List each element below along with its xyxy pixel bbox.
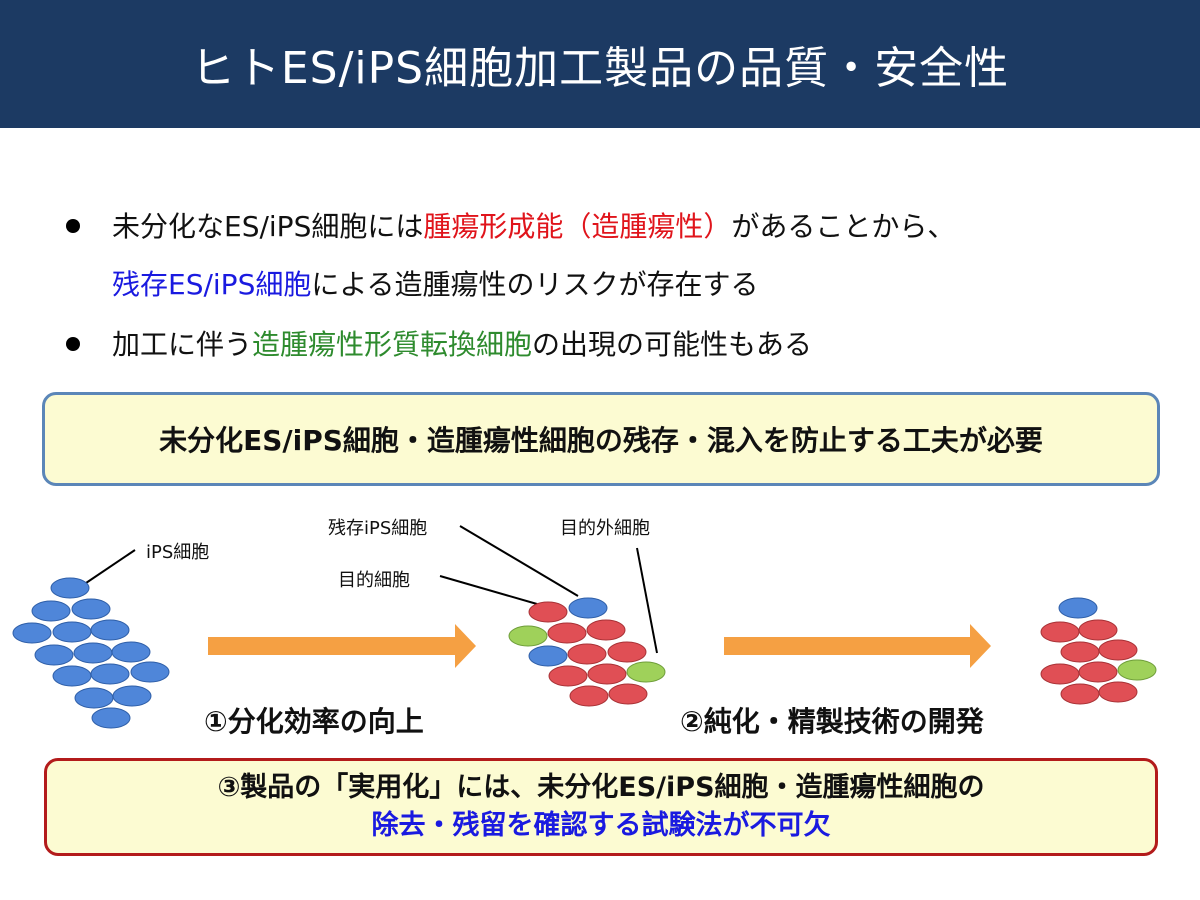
purified-cell-cluster (1040, 597, 1157, 705)
blue-cell (112, 685, 152, 707)
blue-cell (12, 622, 52, 644)
bullet-2-text-b: の出現の可能性もある (532, 328, 813, 361)
residual-ips-leader-line (459, 525, 579, 597)
red-cell (1060, 683, 1100, 705)
bullet-1-text-b: があることから、 (731, 210, 956, 243)
step-1-label: ①分化効率の向上 (204, 705, 424, 738)
arrow-1 (208, 624, 476, 668)
blue-cell (71, 598, 111, 620)
blue-cell (130, 661, 170, 683)
red-cell (569, 685, 609, 707)
mixed-cell-cluster (508, 597, 666, 707)
label-target: 目的細胞 (338, 570, 410, 591)
red-cell (547, 622, 587, 644)
green-cell (626, 661, 666, 683)
cell-diagram (12, 525, 1157, 729)
red-cell (1098, 681, 1138, 703)
red-cell (1040, 663, 1080, 685)
blue-cell (34, 644, 74, 666)
bullet-2-line: 加工に伴う造腫瘍性形質転換細胞の出現の可能性もある (112, 328, 812, 362)
red-cell (1098, 639, 1138, 661)
requirement-text: 未分化ES/iPS細胞・造腫瘍性細胞の残存・混入を防止する工夫が必要 (159, 424, 1043, 457)
blue-cell (52, 665, 92, 687)
bullet-2-text-a: 加工に伴う (112, 328, 253, 361)
bullet-2-highlight: 造腫瘍性形質転換細胞 (252, 328, 533, 361)
ips-cell-cluster (12, 577, 170, 729)
red-cell (1060, 641, 1100, 663)
blue-cell (111, 641, 151, 663)
target-leader-line (439, 575, 538, 605)
label-residual-ips: 残存iPS細胞 (328, 518, 428, 539)
blue-cell (52, 621, 92, 643)
bullet-1-line-1: 未分化なES/iPS細胞には腫瘍形成能（造腫瘍性）があることから、 (112, 210, 955, 244)
bullet-1-text-a: 未分化なES/iPS細胞には (112, 210, 424, 243)
green-cell (508, 625, 548, 647)
blue-cell (90, 663, 130, 685)
blue-cell (31, 600, 71, 622)
blue-cell (528, 645, 568, 667)
off-target-leader-line (636, 547, 658, 654)
blue-cell (1058, 597, 1098, 619)
bullet-1-line-2: 残存ES/iPS細胞による造腫瘍性のリスクが存在する (112, 268, 759, 302)
bullet-dot-2 (66, 337, 80, 351)
title-bar: ヒトES/iPS細胞加工製品の品質・安全性 (0, 0, 1200, 128)
red-cell (608, 683, 648, 705)
red-cell (1078, 661, 1118, 683)
blue-cell (91, 707, 131, 729)
red-cell (548, 665, 588, 687)
green-cell (1117, 659, 1157, 681)
bullet-dot-1 (66, 219, 80, 233)
label-off-target: 目的外細胞 (560, 518, 650, 539)
ips-leader-line (85, 549, 136, 584)
bullet-1-highlight: 腫瘍形成能（造腫瘍性） (423, 210, 732, 243)
arrow-2 (724, 624, 991, 668)
conclusion-line-2: 除去・残留を確認する試験法が不可欠 (371, 810, 831, 841)
red-cell (1040, 621, 1080, 643)
blue-cell (50, 577, 90, 599)
requirement-box: 未分化ES/iPS細胞・造腫瘍性細胞の残存・混入を防止する工夫が必要 (42, 392, 1160, 486)
blue-cell (73, 642, 113, 664)
red-cell (607, 641, 647, 663)
label-ips: iPS細胞 (146, 542, 210, 563)
bullet-1-highlight-2: 残存ES/iPS細胞 (112, 268, 312, 301)
blue-cell (74, 687, 114, 709)
red-cell (1078, 619, 1118, 641)
bullet-1-text-c: による造腫瘍性のリスクが存在する (311, 268, 759, 301)
red-cell (567, 643, 607, 665)
blue-cell (90, 619, 130, 641)
conclusion-box: ③製品の「実用化」には、未分化ES/iPS細胞・造腫瘍性細胞の 除去・残留を確認… (44, 758, 1158, 856)
red-cell (587, 663, 627, 685)
step-2-label: ②純化・精製技術の開発 (680, 705, 984, 738)
blue-cell (568, 597, 608, 619)
red-cell (528, 601, 568, 623)
conclusion-line-1: ③製品の「実用化」には、未分化ES/iPS細胞・造腫瘍性細胞の (217, 772, 985, 803)
page-title: ヒトES/iPS細胞加工製品の品質・安全性 (190, 43, 1010, 94)
red-cell (586, 619, 626, 641)
